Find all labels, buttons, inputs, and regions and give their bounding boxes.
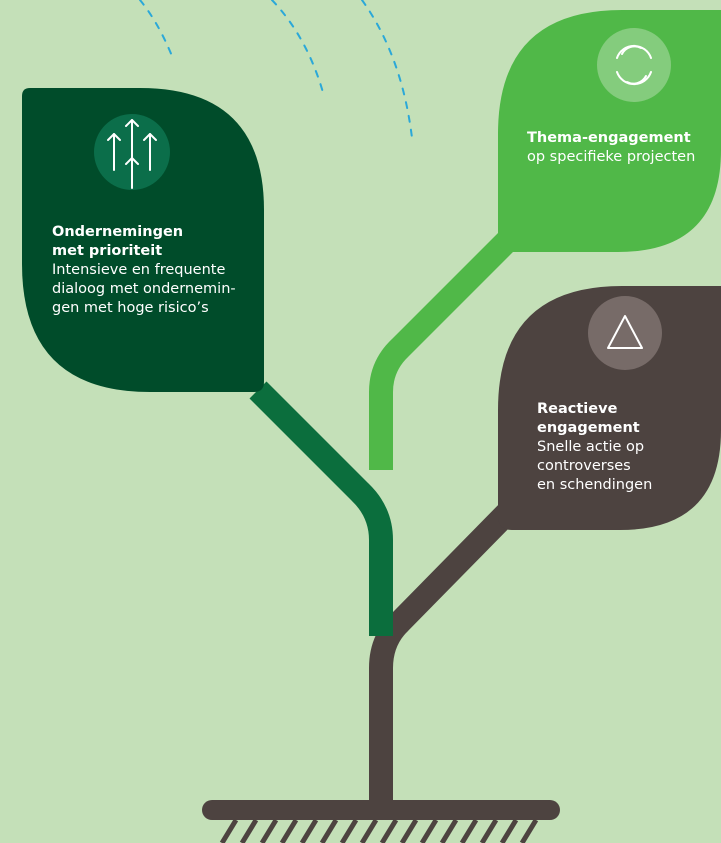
leaf-priority-title: Ondernemingen met prioriteit xyxy=(52,224,184,259)
leaf-thema-title: Thema-engagement xyxy=(527,130,691,146)
rain-dash-3 xyxy=(361,0,413,139)
rain-dashes xyxy=(139,0,413,139)
arrows-up-icon xyxy=(94,114,170,190)
leaf-priority-label: Ondernemingen met prioriteit Intensieve … xyxy=(52,223,272,318)
stem-bright-green xyxy=(369,231,517,470)
triangle-icon xyxy=(588,296,662,370)
leaf-priority xyxy=(22,88,264,392)
leaf-priority-description: Intensieve en frequente dialoog met onde… xyxy=(52,262,236,316)
rain-dash-1 xyxy=(139,0,173,57)
ground xyxy=(202,800,560,843)
ground-bar xyxy=(202,800,560,820)
leaf-thema-description: op specifieke projecten xyxy=(527,149,696,165)
ground-hatching xyxy=(219,818,539,843)
circular-arrows-icon xyxy=(597,28,671,102)
rain-dash-2 xyxy=(271,0,325,97)
stem-dark-green xyxy=(249,381,393,636)
leaf-thema-label: Thema-engagement op specifieke projecten xyxy=(527,129,717,167)
leaf-reactive xyxy=(498,286,721,530)
leaf-reactive-description: Snelle actie op controverses en schendin… xyxy=(537,439,653,493)
stem-brown xyxy=(369,499,521,800)
leaf-reactive-title: Reactieve engagement xyxy=(537,401,640,436)
leaf-reactive-label: Reactieve engagement Snelle actie op con… xyxy=(537,400,719,495)
